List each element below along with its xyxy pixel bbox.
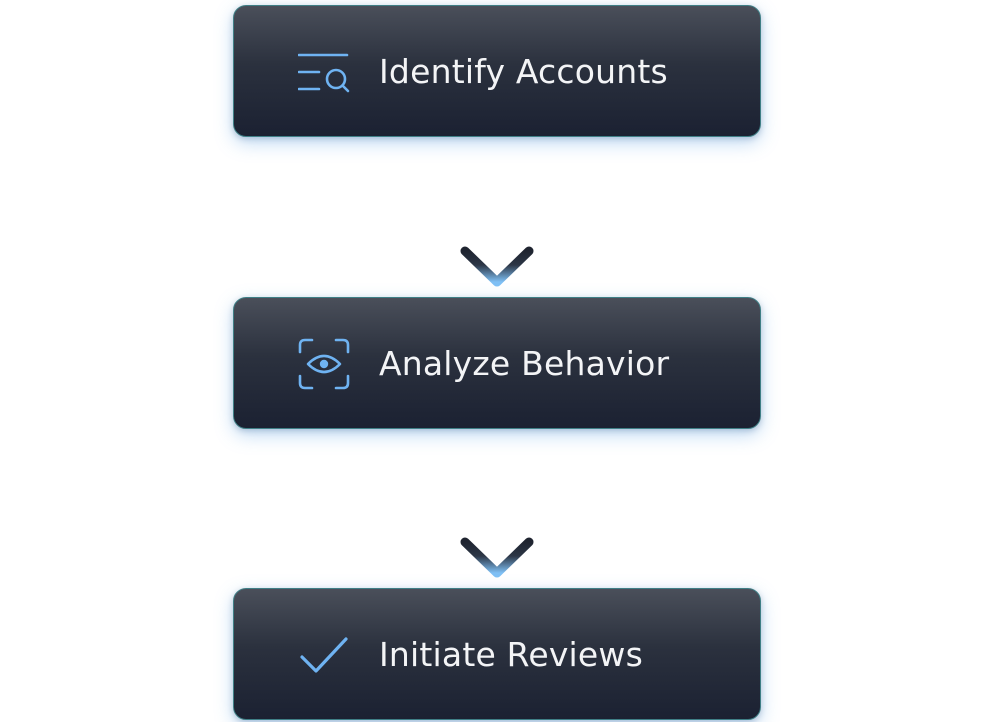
step-label: Identify Accounts <box>379 52 668 91</box>
step-identify-accounts: Identify Accounts <box>233 5 761 137</box>
eye-scan-icon <box>298 338 350 390</box>
arrow-down-connector <box>457 438 537 579</box>
arrow-down-connector <box>457 147 537 288</box>
step-initiate-reviews: Initiate Reviews <box>233 588 761 720</box>
step-label: Initiate Reviews <box>379 635 644 674</box>
search-list-icon <box>298 46 350 98</box>
checkmark-icon <box>298 629 350 681</box>
step-analyze-behavior: Analyze Behavior <box>233 297 761 429</box>
step-label: Analyze Behavior <box>379 344 670 383</box>
